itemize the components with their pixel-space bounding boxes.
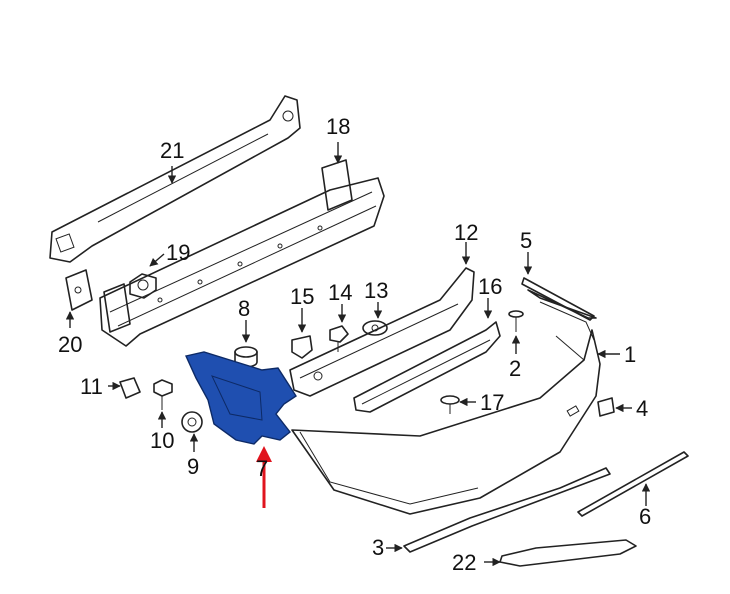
- part-bracket-7-highlighted: [185, 351, 297, 445]
- callout-10: 10: [150, 428, 174, 453]
- leader-lines: [65, 142, 651, 567]
- callout-14: 14: [328, 280, 352, 305]
- callout-16: 16: [478, 274, 502, 299]
- callout-20: 20: [58, 332, 82, 357]
- highlight-pointer-arrow: [256, 446, 272, 508]
- callout-12: 12: [454, 220, 478, 245]
- callout-21: 21: [160, 138, 184, 163]
- part-bolt-10: [153, 379, 173, 410]
- part-nut-19: [129, 273, 157, 299]
- callout-22: 22: [452, 550, 476, 575]
- callout-19: 19: [166, 240, 190, 265]
- callout-6: 6: [639, 504, 651, 529]
- part-diffuser-3: [403, 467, 611, 553]
- callout-2: 2: [509, 356, 521, 381]
- part-trim-22: [499, 539, 637, 567]
- part-screw-2: [508, 310, 524, 332]
- part-trim-5: [521, 277, 595, 321]
- callout-11: 11: [80, 374, 103, 399]
- part-bumper-cover: [291, 289, 601, 515]
- callout-labels: 1 2 3 4 5 6 7 8 9 10 11 12 13 14 15 16 1…: [58, 114, 651, 575]
- part-impact-bracket-bar: [49, 95, 301, 263]
- callout-8: 8: [238, 296, 250, 321]
- part-grommet-15: [291, 335, 313, 359]
- part-nut-13: [362, 320, 388, 336]
- part-bracket-16: [353, 321, 501, 413]
- callout-4: 4: [636, 396, 648, 421]
- callout-1: 1: [624, 342, 636, 367]
- callout-3: 3: [372, 535, 384, 560]
- part-clip-17: [440, 395, 460, 414]
- callout-18: 18: [326, 114, 350, 139]
- part-clip-11: [119, 377, 141, 399]
- callout-9: 9: [187, 454, 199, 479]
- part-bracket-12: [289, 267, 475, 397]
- part-nut-9: [181, 411, 203, 433]
- part-reflector-4: [597, 397, 615, 417]
- callout-7: 7: [256, 456, 268, 481]
- callout-13: 13: [364, 278, 388, 303]
- callout-5: 5: [520, 228, 532, 253]
- part-screw-14: [329, 325, 349, 352]
- part-plate: [65, 269, 93, 311]
- part-molding-6: [577, 451, 689, 517]
- callout-15: 15: [290, 284, 314, 309]
- callout-17: 17: [480, 390, 504, 415]
